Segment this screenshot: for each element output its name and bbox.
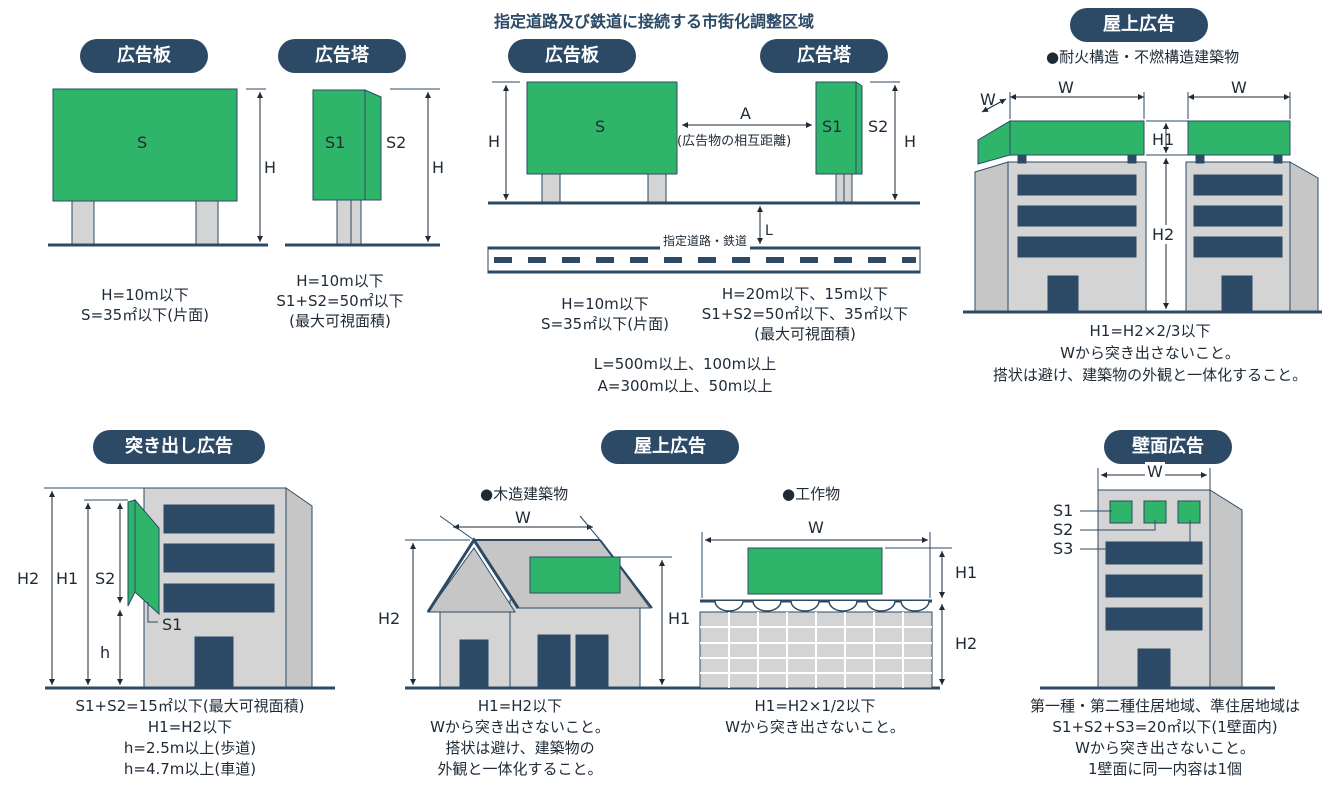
p3-bottom-1: L=500m以上、100m以上	[593, 355, 777, 373]
label-h: H	[264, 158, 277, 177]
p2-note-2: S1+S2=50㎡以下	[276, 292, 404, 310]
label-w: W	[1145, 462, 1165, 481]
label-l: L	[765, 223, 773, 239]
label-s2: S2	[868, 117, 889, 136]
label-s: S	[595, 117, 606, 136]
p4-note-1: H1=H2×2/3以下	[1089, 322, 1211, 340]
label-s1: S1	[162, 615, 183, 634]
p6-sub-right: ●工作物	[782, 485, 841, 503]
p3-left-1: H=10m以下	[561, 295, 649, 313]
p3-right-2: S1+S2=50㎡以下、35㎡以下	[701, 305, 909, 323]
label-h2-right: H2	[955, 634, 978, 653]
p3-bottom-2: A=300m以上、50m以上	[597, 377, 773, 395]
p7-note-4: 1壁面に同一内容は1個	[1087, 760, 1243, 778]
p3-right-1: H=20m以下、15m以下	[721, 285, 889, 303]
p7-note-3: Wから突き出さないこと。	[1075, 739, 1255, 757]
label-s1: S1	[822, 117, 843, 136]
label-w-left: W	[515, 508, 531, 527]
pill-billboard-2: 広告板	[508, 39, 636, 73]
label-a-note: (広告物の相互距離)	[677, 134, 792, 149]
p6-right-2: Wから突き出さないこと。	[725, 718, 905, 736]
p7-note-1: 第一種・第二種住居地域、準住居地域は	[1029, 697, 1300, 715]
pill-rooftop-1: 屋上広告	[1070, 8, 1208, 42]
p5-note-1: S1+S2=15㎡以下(最大可視面積)	[75, 697, 305, 715]
p6-left-4: 外観と一体化すること。	[437, 760, 603, 778]
tower-figure	[285, 88, 440, 247]
label-h2: H2	[17, 569, 40, 588]
pill-tower: 広告塔	[278, 39, 406, 73]
label-h1: H1	[1152, 130, 1175, 149]
label-h1-right: H1	[955, 563, 978, 582]
p1-note-1: H=10m以下	[101, 286, 189, 304]
billboard-figure	[48, 88, 268, 247]
pill-projecting: 突き出し広告	[93, 430, 265, 464]
label-s2: S2	[1053, 520, 1074, 539]
label-s1: S1	[1053, 501, 1074, 520]
p5-note-3: h=2.5m以上(歩道)	[123, 739, 257, 757]
label-w: W	[980, 90, 996, 109]
pill-tower-2: 広告塔	[760, 39, 888, 73]
rooftop-fireproof-figure	[963, 92, 1322, 314]
p6-left-3: 搭状は避け、建築物の	[445, 739, 595, 757]
p7-note-2: S1+S2+S3=20㎡以下(1壁面内)	[1052, 718, 1278, 736]
label-h: h	[100, 643, 111, 662]
label-s2: S2	[386, 133, 407, 152]
wall-figure	[1040, 468, 1275, 690]
label-h2: H2	[1152, 225, 1175, 244]
p2-note-3: (最大可視面積)	[289, 312, 391, 330]
p6-sub-left: ●木造建築物	[480, 485, 569, 503]
p6-right-1: H1=H2×1/2以下	[754, 697, 876, 715]
structure-figure	[699, 532, 952, 689]
p1-note-2: S=35㎡以下(片面)	[81, 306, 209, 324]
pill-wall: 壁面広告	[1104, 430, 1232, 464]
label-s3: S3	[1053, 539, 1074, 558]
label-h: H	[432, 158, 445, 177]
p4-note-2: Wから突き出さないこと。	[1060, 344, 1240, 362]
label-road: 指定道路・鉄道	[660, 232, 751, 251]
label-s2: S2	[95, 569, 116, 588]
label-h1: H1	[56, 569, 79, 588]
label-s1: S1	[325, 133, 346, 152]
label-h1-left: H1	[668, 609, 691, 628]
label-w: W	[1058, 78, 1074, 97]
label-w-right: W	[808, 518, 824, 537]
p4-note-3: 搭状は避け、建築物の外観と一体化すること。	[992, 366, 1308, 384]
p2-note-1: H=10m以下	[296, 272, 384, 290]
p3-left-2: S=35㎡以下(片面)	[541, 315, 669, 333]
label-w: W	[1231, 78, 1247, 97]
main-title: 指定道路及び鉄道に接続する市街化調整区域	[494, 12, 815, 31]
projecting-figure	[44, 487, 335, 690]
p3-right-3: (最大可視面積)	[754, 325, 856, 343]
label-h2-left: H2	[378, 609, 401, 628]
p5-note-2: H1=H2以下	[147, 718, 233, 736]
label-s: S	[137, 133, 148, 152]
p6-left-1: H1=H2以下	[477, 697, 563, 715]
pill-rooftop-2: 屋上広告	[601, 430, 739, 464]
p4-sub: ●耐火構造・不燃構造建築物	[1046, 48, 1240, 66]
label-a: A	[740, 104, 751, 123]
p5-note-4: h=4.7m以上(車道)	[123, 760, 257, 778]
label-h-right: H	[904, 132, 917, 151]
center-figure	[487, 81, 921, 274]
p6-left-2: Wから突き出さないこと。	[430, 718, 610, 736]
pill-billboard: 広告板	[80, 39, 208, 73]
label-h-left: H	[488, 132, 501, 151]
